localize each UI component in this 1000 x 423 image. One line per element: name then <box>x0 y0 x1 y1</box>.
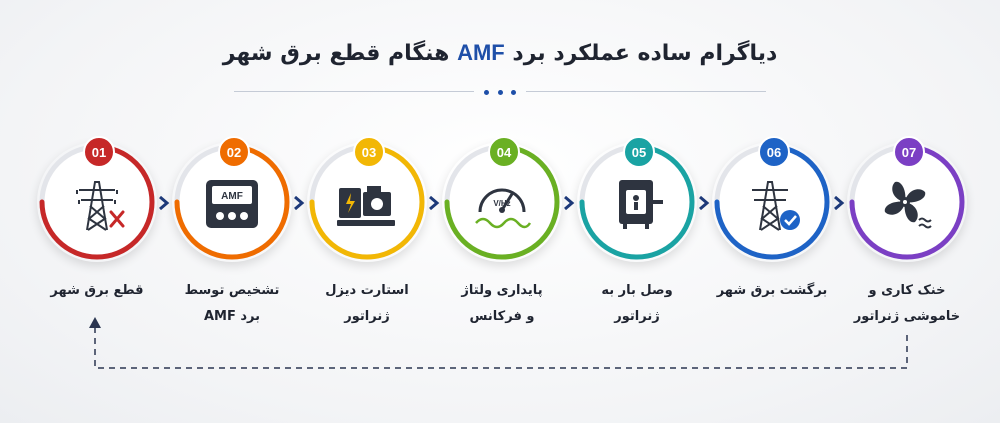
step-01: 01 قطع برق شهر <box>37 136 157 342</box>
step-04: 04 V/Hz پایداری ولتاژ و فرکانس <box>442 136 562 342</box>
power-tower-check-icon <box>742 176 802 232</box>
step-07: 07 خنک کاری و خاموشی ژنراتور <box>847 136 967 342</box>
step-label: وصل بار به ژنراتور <box>562 278 712 330</box>
voltage-frequency-gauge-icon: V/Hz <box>472 176 532 232</box>
step-number-badge: 02 <box>218 136 250 168</box>
title-text-after: هنگام قطع برق شهر <box>222 41 450 66</box>
step-number-badge: 03 <box>353 136 385 168</box>
step-label-line1: پایداری ولتاژ <box>461 283 543 298</box>
step-label: استارت دیزل ژنراتور <box>292 278 442 330</box>
chevron-right-icon <box>429 196 440 210</box>
step-label: خنک کاری و خاموشی ژنراتور <box>832 278 982 330</box>
step-label-line2: ژنراتور <box>344 309 390 324</box>
step-label-line2: برد AMF <box>203 309 261 324</box>
transfer-switch-icon <box>607 176 667 232</box>
amf-controller-icon: AMF <box>202 176 262 232</box>
step-label: قطع برق شهر <box>22 278 172 304</box>
step-number-badge: 05 <box>623 136 655 168</box>
step-number-badge: 06 <box>758 136 790 168</box>
step-number-badge: 01 <box>83 136 115 168</box>
title-divider-left <box>234 91 474 92</box>
title-dots <box>484 90 516 96</box>
step-ring <box>37 142 157 262</box>
step-label: برگشت برق شهر <box>697 278 847 304</box>
step-label-line1: تشخیص توسط <box>184 283 280 298</box>
step-number-badge: 07 <box>893 136 925 168</box>
title-divider-right <box>526 91 766 92</box>
cooling-fan-icon <box>877 176 937 232</box>
chevron-right-icon <box>834 196 845 210</box>
page-title: دیاگرام ساده عملکرد برد AMF هنگام قطع بر… <box>0 40 1000 66</box>
step-label-line1: وصل بار به <box>601 283 673 298</box>
step-ring <box>847 142 967 262</box>
gauge-text: V/Hz <box>493 199 510 208</box>
chevron-right-icon <box>159 196 170 210</box>
step-label-line1: برگشت برق شهر <box>716 283 828 298</box>
step-label-line1: قطع برق شهر <box>50 283 144 298</box>
chevron-right-icon <box>564 196 575 210</box>
step-label: تشخیص توسط برد AMF <box>157 278 307 330</box>
step-label-line2: و فرکانس <box>469 309 535 324</box>
power-tower-cut-icon <box>67 176 127 232</box>
amf-screen-text: AMF <box>221 191 243 202</box>
step-label: پایداری ولتاژ و فرکانس <box>427 278 577 330</box>
title-highlight: AMF <box>457 40 505 65</box>
step-label-line2: خاموشی ژنراتور <box>853 309 961 324</box>
step-label-line1: خنک کاری و <box>868 283 946 298</box>
step-03: 03 استارت دیزل ژنراتور <box>307 136 427 342</box>
step-02: 02 AMF تشخیص توسط برد AMF <box>172 136 292 342</box>
chevron-right-icon <box>699 196 710 210</box>
diesel-generator-icon <box>337 176 397 232</box>
step-label-line2: ژنراتور <box>614 309 660 324</box>
step-05: 05 وصل بار به ژنراتور <box>577 136 697 342</box>
step-06: 06 برگشت برق شهر <box>712 136 832 342</box>
step-label-line1: استارت دیزل <box>325 283 409 298</box>
title-text-before: دیاگرام ساده عملکرد برد <box>512 41 778 66</box>
step-number-badge: 04 <box>488 136 520 168</box>
chevron-right-icon <box>294 196 305 210</box>
